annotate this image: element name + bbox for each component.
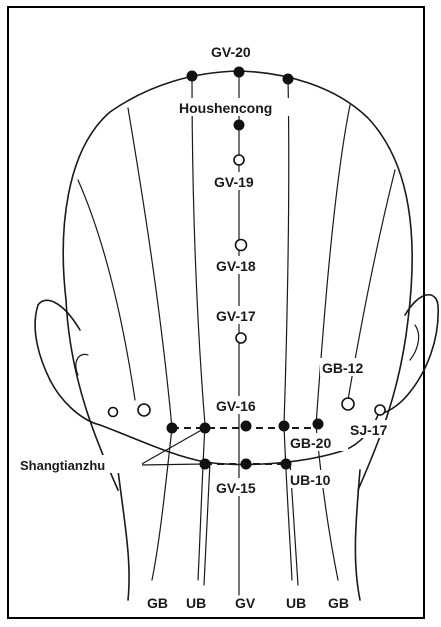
label-houshencong: Houshencong [179, 100, 272, 116]
label-gv19: GV-19 [214, 174, 254, 190]
point-gb20 [313, 419, 323, 429]
label-gv20: GV-20 [211, 44, 251, 60]
neck-line-ub-left-2 [204, 462, 210, 585]
label-gv17: GV-17 [216, 308, 256, 324]
label-gb20: GB-20 [290, 435, 331, 451]
right-ear-inner [410, 325, 419, 360]
meridian-line-3 [192, 75, 205, 425]
point-shangtianzhu-upper [200, 423, 210, 433]
meridian-line-2 [128, 108, 172, 428]
point-gv16 [241, 421, 251, 431]
label-meridian-gb-left: GB [147, 595, 168, 611]
point-left-open [138, 404, 150, 416]
point-gv20-right [283, 74, 293, 84]
point-gv17 [236, 333, 246, 343]
label-gv15: GV-15 [216, 480, 256, 496]
point-sj17 [375, 405, 385, 415]
label-meridian-gv: GV [235, 595, 256, 611]
point-gv20-left [187, 71, 197, 81]
point-left-ear-open [109, 408, 118, 417]
point-gv18 [236, 240, 247, 251]
point-gb20-left [167, 423, 177, 433]
meridian-line-1 [78, 180, 135, 400]
label-sj17: SJ-17 [350, 422, 388, 438]
label-ub10: UB-10 [290, 472, 331, 488]
point-ub10 [281, 459, 291, 469]
label-gv18: GV-18 [216, 258, 256, 274]
neck-line-ub-left [198, 425, 205, 580]
left-ear-inner [76, 354, 88, 375]
label-shangtianzhu: Shangtianzhu [20, 458, 105, 473]
meridian-line-4 [284, 78, 289, 425]
label-meridian-gb-right: GB [328, 595, 349, 611]
label-gb12: GB-12 [322, 360, 363, 376]
label-meridian-ub-left: UB [186, 595, 206, 611]
neck-line-gb-left [152, 428, 172, 580]
point-ub10-left [200, 459, 210, 469]
point-gb12 [342, 398, 354, 410]
point-houshencong [234, 120, 244, 130]
point-gv15 [241, 459, 251, 469]
meridian-line-5 [316, 105, 350, 425]
point-gv20 [234, 67, 244, 77]
point-gb20-mid [279, 421, 289, 431]
label-gv16: GV-16 [216, 398, 256, 414]
label-meridian-ub-right: UB [286, 595, 306, 611]
neck-left [118, 470, 129, 600]
neck-right [355, 470, 360, 600]
shangtianzhu-leader-2 [140, 464, 205, 465]
point-gv19 [234, 155, 244, 165]
